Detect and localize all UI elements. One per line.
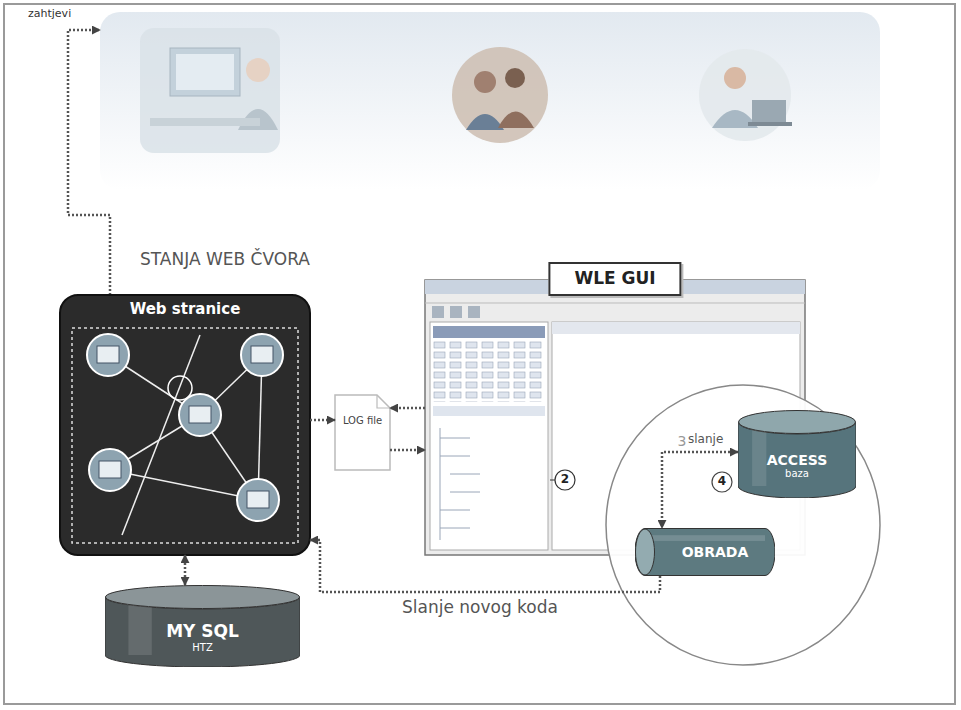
request-label: zahtjevi	[28, 8, 71, 21]
node-title: Web stranice	[130, 301, 241, 318]
callout-number: 3	[678, 433, 687, 449]
dotted-connector	[390, 407, 425, 410]
dotted-connector	[310, 419, 335, 422]
node-title: LOG file	[343, 415, 382, 427]
web-node-box: Web stranice	[60, 295, 310, 555]
log-file-document: LOG file	[335, 395, 390, 470]
connector-label: slanje	[686, 433, 725, 447]
dotted-connector	[390, 449, 425, 452]
web-node-graphic	[60, 295, 310, 555]
processing-cylinder: OBRADA	[635, 528, 775, 576]
node-subtitle: baza	[785, 468, 809, 480]
node-title: ACCESS	[767, 452, 827, 468]
node-subtitle: HTZ	[192, 642, 212, 654]
photo-banner	[100, 12, 880, 190]
dotted-connector	[662, 452, 738, 528]
connector-label: Slanje novog koda	[400, 598, 560, 618]
database-cylinder: MY SQLHTZ	[105, 585, 300, 667]
dotted-connector	[310, 540, 660, 592]
section-heading: STANJA WEB ČVORA	[140, 250, 310, 270]
node-title: WLE GUI	[548, 262, 681, 296]
callout-number: 4	[718, 475, 726, 489]
dotted-connector	[184, 555, 187, 585]
database-cylinder: ACCESSbaza	[738, 410, 856, 498]
node-title: MY SQL	[166, 622, 239, 642]
frame	[4, 4, 955, 704]
request-line	[68, 30, 110, 295]
callout-number: 2	[561, 473, 569, 487]
node-title: OBRADA	[682, 544, 749, 560]
processing-region	[606, 385, 880, 665]
log-file-graphic	[335, 395, 390, 470]
